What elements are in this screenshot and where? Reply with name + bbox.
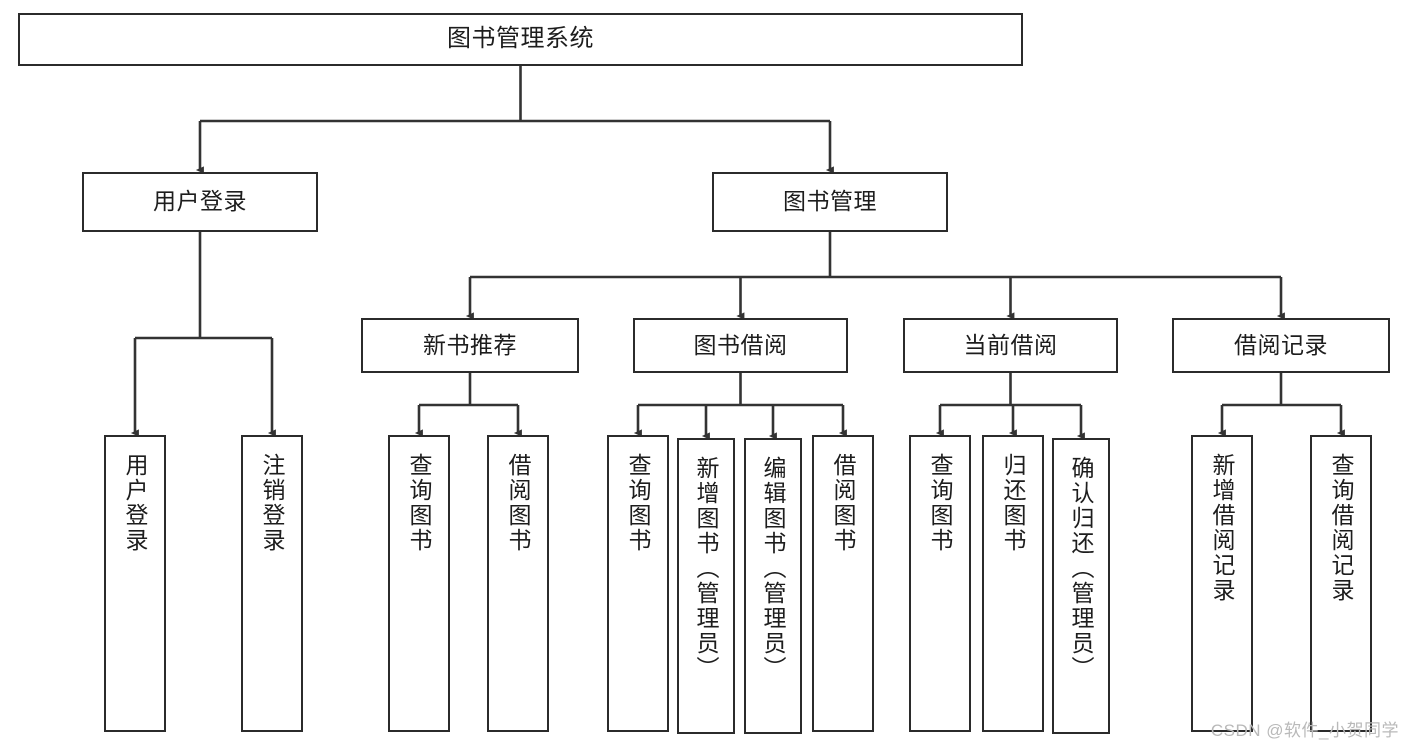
node-leaf-query-book-2[interactable]: 查询图书 — [607, 435, 669, 732]
node-leaf-user-login[interactable]: 用户登录 — [104, 435, 166, 732]
node-leaf-user-logout[interactable]: 注销登录 — [241, 435, 303, 732]
watermark: CSDN @软件_小贺同学 — [1210, 721, 1399, 740]
node-label: 查询借阅记录 — [1328, 453, 1355, 603]
node-label: 图书管理 — [783, 188, 877, 215]
node-borrow-record[interactable]: 借阅记录 — [1172, 318, 1390, 373]
node-label: 图书管理系统 — [447, 25, 594, 53]
node-leaf-edit-book[interactable]: 编辑图书（管理员） — [744, 438, 802, 734]
node-label: 查询图书 — [406, 453, 433, 553]
node-leaf-query-book-3[interactable]: 查询图书 — [909, 435, 971, 732]
node-label: 注销登录 — [259, 453, 286, 553]
node-label: 当前借阅 — [963, 331, 1058, 358]
node-label: 用户登录 — [122, 453, 149, 553]
node-label: 用户登录 — [153, 188, 247, 215]
node-label: 查询图书 — [927, 453, 954, 553]
node-leaf-add-record[interactable]: 新增借阅记录 — [1191, 435, 1253, 732]
node-user-login[interactable]: 用户登录 — [82, 172, 318, 232]
node-leaf-return-book[interactable]: 归还图书 — [982, 435, 1044, 732]
node-label: 新书推荐 — [423, 331, 517, 358]
node-label: 借阅记录 — [1234, 331, 1328, 358]
node-new-book-rec[interactable]: 新书推荐 — [361, 318, 579, 373]
node-leaf-query-record[interactable]: 查询借阅记录 — [1310, 435, 1372, 732]
node-label: 归还图书 — [1000, 453, 1027, 553]
node-current-borrow[interactable]: 当前借阅 — [903, 318, 1118, 373]
node-leaf-add-book[interactable]: 新增图书（管理员） — [677, 438, 735, 734]
node-label: 借阅图书 — [505, 453, 532, 553]
node-label: 查询图书 — [625, 453, 652, 553]
node-label: 借阅图书 — [830, 453, 857, 553]
node-label: 编辑图书（管理员） — [760, 456, 787, 681]
node-leaf-confirm-return[interactable]: 确认归还（管理员） — [1052, 438, 1110, 734]
node-label: 图书借阅 — [693, 331, 788, 358]
node-label: 新增借阅记录 — [1209, 453, 1236, 603]
node-leaf-borrow-book-2[interactable]: 借阅图书 — [812, 435, 874, 732]
node-leaf-borrow-book-1[interactable]: 借阅图书 — [487, 435, 549, 732]
node-book-manage[interactable]: 图书管理 — [712, 172, 948, 232]
node-leaf-query-book-1[interactable]: 查询图书 — [388, 435, 450, 732]
node-book-borrow[interactable]: 图书借阅 — [633, 318, 848, 373]
node-label: 确认归还（管理员） — [1068, 456, 1095, 681]
node-label: 新增图书（管理员） — [693, 456, 720, 681]
node-root[interactable]: 图书管理系统 — [18, 13, 1023, 66]
